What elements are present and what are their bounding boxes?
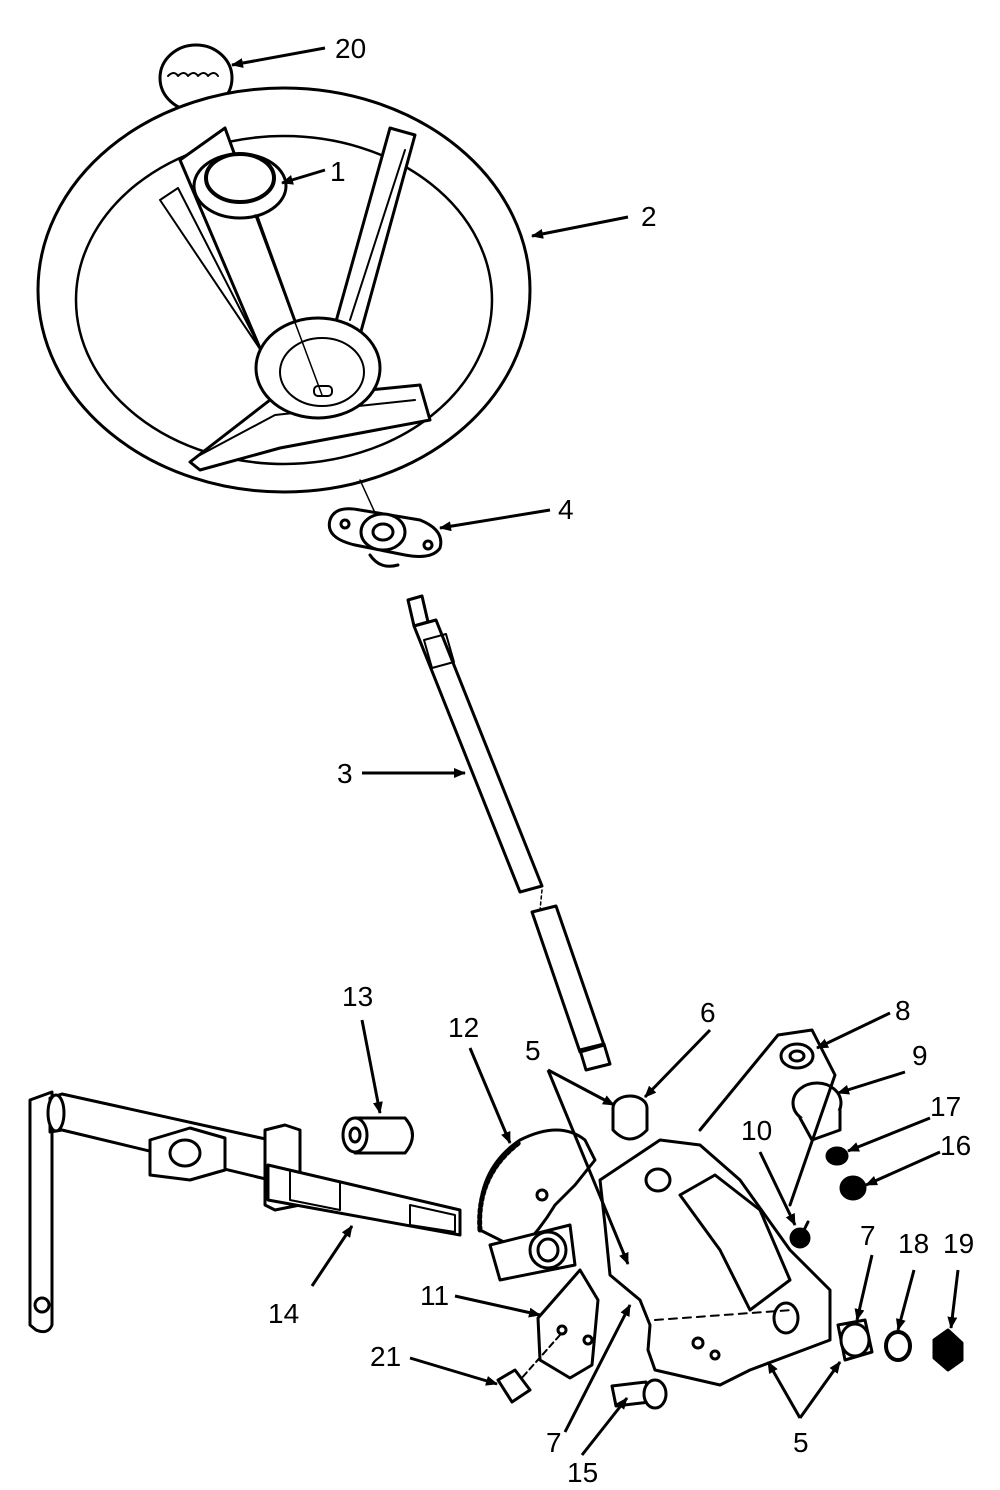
leader-1 — [281, 168, 326, 185]
leader-20 — [231, 46, 326, 68]
part-19-nut — [932, 1328, 964, 1372]
leader-2 — [531, 215, 629, 239]
callout-6: 6 — [700, 997, 716, 1028]
part-18-washer — [884, 1330, 912, 1362]
leader-12 — [468, 1047, 512, 1144]
callout-8: 8 — [895, 995, 911, 1026]
leader-7b — [563, 1304, 632, 1433]
leader-17 — [847, 1116, 931, 1153]
callout-10: 10 — [741, 1115, 772, 1146]
callout-7-right: 7 — [860, 1220, 876, 1251]
callout-17: 17 — [930, 1091, 961, 1122]
callout-12: 12 — [448, 1012, 479, 1043]
leader-5b — [766, 1361, 802, 1419]
callout-9: 9 — [912, 1040, 928, 1071]
leader-7a — [854, 1254, 874, 1321]
callout-13: 13 — [342, 981, 373, 1012]
callout-11: 11 — [420, 1280, 449, 1311]
part-17-nut — [825, 1146, 849, 1166]
leader-4 — [439, 508, 551, 532]
leader-5a — [547, 1068, 615, 1107]
callout-21: 21 — [370, 1341, 401, 1372]
leader-18 — [896, 1269, 916, 1331]
part-2-steering-wheel — [36, 86, 532, 494]
leader-5a2 — [546, 1069, 630, 1265]
part-10-grease-fitting — [789, 1220, 811, 1249]
leader-6 — [643, 1028, 712, 1099]
part-15-bolt — [610, 1378, 668, 1410]
callout-5-lower: 5 — [793, 1427, 809, 1458]
leader-14 — [310, 1225, 354, 1287]
leader-21 — [409, 1356, 498, 1386]
callout-5-upper: 5 — [525, 1035, 541, 1066]
callout-15: 15 — [567, 1457, 598, 1488]
part-13-spacer — [341, 1116, 414, 1155]
part-6-bushing-body — [611, 1106, 649, 1141]
leader-9 — [837, 1070, 906, 1095]
callout-18: 18 — [898, 1228, 929, 1259]
leader-8 — [816, 1011, 891, 1050]
callout-4: 4 — [558, 494, 574, 525]
callout-20: 20 — [335, 33, 366, 64]
leader-11 — [454, 1294, 541, 1318]
leader-15 — [580, 1397, 629, 1456]
callout-16: 16 — [940, 1130, 971, 1161]
part-3-steering-shaft — [406, 594, 612, 1072]
leader-10 — [758, 1151, 797, 1226]
part-21-clip-nut — [496, 1368, 532, 1404]
callout-7-left: 7 — [546, 1427, 562, 1458]
leader-13 — [360, 1019, 383, 1114]
part-4-flange-bearing — [327, 479, 443, 568]
steering-gear-housing — [598, 1028, 837, 1387]
part-7-bushing-right — [836, 1318, 874, 1362]
part-12-sector-gear — [477, 1128, 597, 1282]
part-14-cross-shaft — [28, 1090, 462, 1334]
callout-1: 1 — [330, 156, 346, 187]
part-11-bracket — [519, 1268, 600, 1381]
part-1-hub-cap — [192, 152, 323, 396]
leader-16 — [865, 1150, 941, 1187]
callout-14: 14 — [268, 1298, 299, 1329]
callout-3: 3 — [337, 758, 353, 789]
leader-19 — [947, 1269, 960, 1329]
part-16-nut — [839, 1175, 867, 1201]
callout-19: 19 — [943, 1228, 974, 1259]
leader-5b2 — [798, 1361, 842, 1419]
callout-2: 2 — [641, 201, 657, 232]
